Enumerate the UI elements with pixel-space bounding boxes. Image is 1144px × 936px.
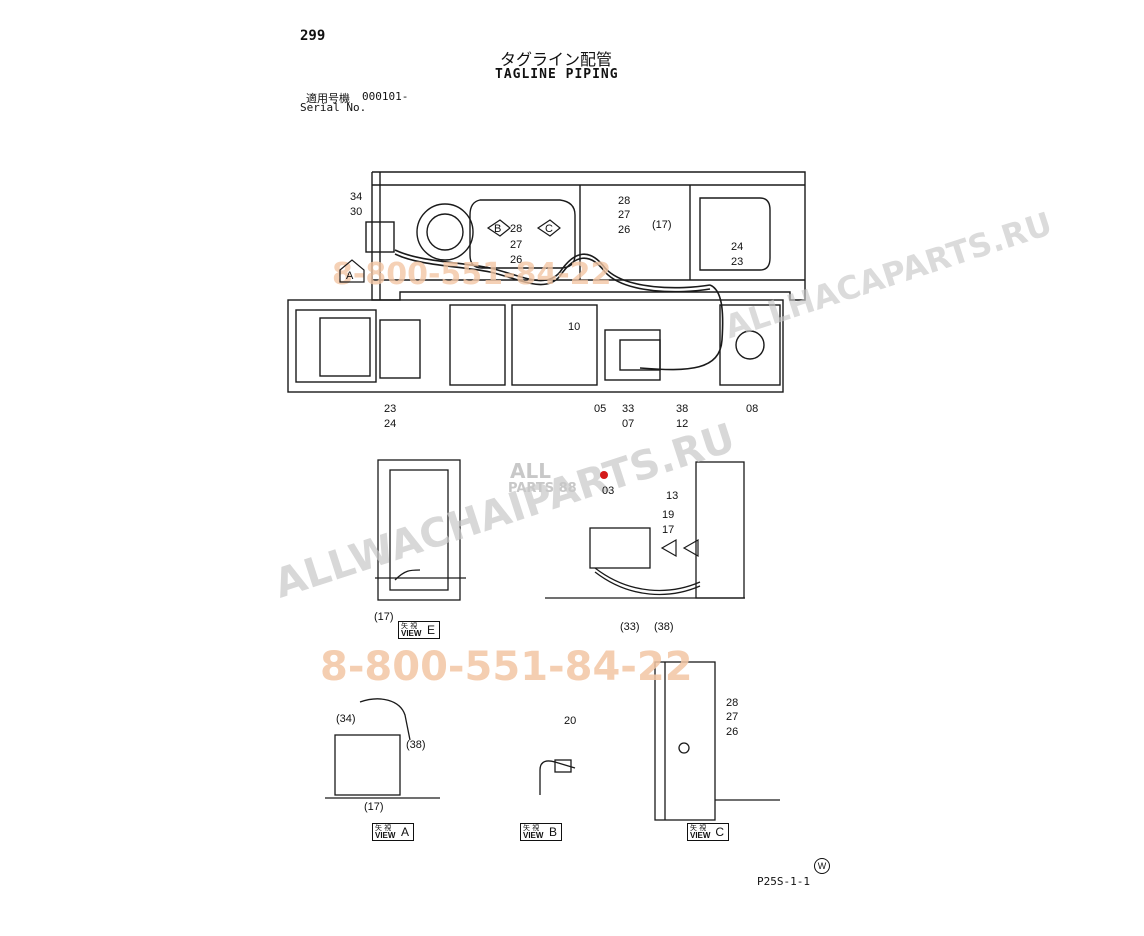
view-a-word: VIEW [375, 831, 396, 840]
callout-20: 20 [564, 715, 576, 727]
callout-28-view-c: 28 [726, 697, 738, 709]
view-label-e: 矢 視 VIEW E [398, 621, 440, 639]
marker-c: C [545, 223, 553, 235]
view-e-detail [375, 459, 466, 601]
title-english: TAGLINE PIPING [495, 67, 619, 82]
view-c-detail [654, 661, 780, 821]
callout-27-view-c: 27 [726, 711, 738, 723]
view-arrow-markers: A B C [339, 219, 699, 558]
w-mark-icon: W [814, 858, 830, 874]
red-marker-icon [600, 471, 608, 479]
callout-26b: 26 [618, 224, 630, 236]
serial-value: 000101- [362, 90, 409, 103]
page-number: 299 [300, 28, 326, 44]
hydraulic-hose-route [394, 249, 724, 371]
view-b-word: VIEW [523, 831, 544, 840]
watermark-logo-bottom: PARTS 88 [508, 481, 577, 496]
callout-28b: 28 [618, 195, 630, 207]
callout-17-view-e: (17) [374, 611, 394, 623]
callout-17-view-a: (17) [364, 801, 384, 813]
callout-33: 33 [622, 403, 634, 415]
callout-10: 10 [568, 321, 580, 333]
callout-33-side: (33) [620, 621, 640, 633]
callout-27: 27 [510, 239, 522, 251]
watermark-phone-top: 8-800-551-84-22 [332, 257, 611, 292]
callout-30: 30 [350, 206, 362, 218]
view-a-kanji: 矢 視 [375, 824, 392, 832]
view-e-word: VIEW [401, 629, 422, 638]
callout-03: 03 [602, 485, 614, 497]
callout-34: 34 [350, 191, 362, 203]
callout-27b: 27 [618, 209, 630, 221]
callout-34-view-a: (34) [336, 713, 356, 725]
callout-17: (17) [652, 219, 672, 231]
callout-08: 08 [746, 403, 758, 415]
view-label-b: 矢 視 VIEW B [520, 823, 562, 841]
view-b-letter: B [548, 825, 557, 839]
marker-a: A [346, 270, 354, 282]
watermark-logo-top: ALL [510, 459, 551, 483]
callout-28: 28 [510, 223, 522, 235]
callout-38-view-a: (38) [406, 739, 426, 751]
side-view-detail [545, 461, 745, 599]
view-e-kanji: 矢 視 [401, 622, 418, 630]
marker-b: B [494, 223, 501, 235]
watermark-phone-bottom: 8-800-551-84-22 [320, 644, 693, 690]
callout-26-view-c: 26 [726, 726, 738, 738]
view-b-detail [539, 759, 576, 795]
callout-23: 23 [731, 256, 743, 268]
callout-24: 24 [731, 241, 743, 253]
view-label-c: 矢 視 VIEW C [687, 823, 729, 841]
callout-23-lower: 23 [384, 403, 396, 415]
main-lower-frame [287, 299, 784, 393]
view-b-kanji: 矢 視 [523, 824, 540, 832]
callout-12: 12 [676, 418, 688, 430]
callout-26: 26 [510, 254, 522, 266]
title-japanese: タグライン配管 [500, 50, 613, 69]
callout-05: 05 [594, 403, 606, 415]
callout-38: 38 [676, 403, 688, 415]
view-label-a: 矢 視 VIEW A [372, 823, 414, 841]
callout-labels: 34 30 28 27 26 28 27 26 (17) 24 23 10 05… [336, 191, 758, 813]
view-c-letter: C [715, 825, 724, 839]
callout-19: 19 [662, 509, 674, 521]
view-c-word: VIEW [690, 831, 711, 840]
callout-38-side: (38) [654, 621, 674, 633]
view-e-letter: E [426, 623, 435, 637]
callout-13: 13 [666, 490, 678, 502]
callout-24-lower: 24 [384, 418, 396, 430]
callout-17-side: 17 [662, 524, 674, 536]
serial-label-english: Serial No. [300, 101, 367, 114]
view-a-letter: A [400, 825, 409, 839]
drawing-code: P25S-1-1 [757, 875, 810, 888]
view-a-detail [325, 698, 440, 799]
serial-label-japanese: 適用号機 [306, 92, 350, 105]
view-c-kanji: 矢 視 [690, 824, 707, 832]
callout-07: 07 [622, 418, 634, 430]
